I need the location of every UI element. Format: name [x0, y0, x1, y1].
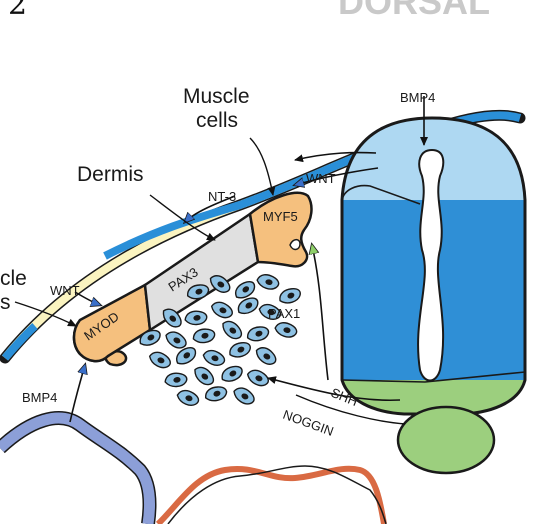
sclerotome-cell: [279, 288, 301, 304]
sclerotome-cell: [246, 326, 270, 342]
sclerotome-cell: [246, 369, 269, 387]
sclerotome-cell: [162, 308, 182, 328]
wnt-top-label: WNT: [306, 171, 336, 186]
noggin-label: NOGGIN: [281, 407, 336, 439]
sclerotome-cell: [234, 281, 256, 299]
sclerotome-cell: [256, 274, 280, 290]
wnt-top-blue-arrow: [295, 167, 379, 185]
notochord: [396, 405, 496, 475]
sclerotome-cell: [139, 329, 161, 346]
muscle-cells-pointer: [249, 137, 276, 196]
sclerotome-cell: [192, 328, 216, 344]
wnt-left-arrow: [74, 291, 100, 305]
sclerotome-cell: [229, 342, 251, 358]
dermomyotome: [72, 191, 313, 367]
muscle-cells-label-line1: Muscle: [183, 85, 250, 108]
sclerotome-cell: [237, 297, 259, 315]
dermis-pointer: [149, 194, 216, 241]
sclerotome-cell: [222, 320, 243, 340]
orientation-title: DORSAL: [338, 0, 490, 22]
sclerotome-cell: [233, 387, 255, 405]
sclerotome-cell: [194, 366, 215, 386]
noggin-line: [295, 394, 406, 425]
panel-number: 2: [8, 0, 27, 22]
sclerotome-cell: [255, 347, 277, 365]
sclerotome-cell: [148, 351, 171, 369]
sclerotome-cell: [186, 284, 210, 300]
dermis-label: Dermis: [77, 163, 144, 186]
wnt-left-label: WNT: [50, 283, 80, 298]
helix-structure: [155, 465, 387, 524]
sclerotome-cell: [184, 310, 208, 326]
sclerotome-cell: [209, 275, 231, 293]
myf5-label: MYF5: [263, 209, 298, 224]
neural-tube: [340, 116, 527, 416]
shh-sclerotome-arrow: [267, 376, 401, 402]
sclerotome-cell: [202, 349, 226, 366]
sclerotome-cell: [176, 389, 200, 406]
pax1-label: PAX1: [268, 306, 300, 321]
wnt-top-black-arrow: [294, 151, 377, 163]
nt3-arrow: [185, 195, 236, 222]
left-partial-label-line1: cle: [0, 267, 27, 290]
sclerotome-cells: [139, 274, 301, 406]
sclerotome-cell: [175, 347, 197, 365]
sclerotome-cell: [274, 322, 298, 338]
bmp4-top-label: BMP4: [400, 90, 435, 105]
sclerotome-cell: [164, 372, 188, 388]
bmp4-bottom-arrow: [69, 365, 85, 423]
shh-myf5-arrow: [312, 245, 329, 381]
sclerotome-cell: [258, 303, 282, 320]
signal-arrows: [14, 96, 428, 425]
nt3-label: NT-3: [208, 189, 236, 204]
sclerotome-cell: [221, 365, 243, 382]
dorsal-aorta: [0, 411, 157, 524]
bmp4-bottom-label: BMP4: [22, 390, 57, 405]
sclerotome-cell: [165, 331, 187, 349]
left-muscle-pointer: [14, 301, 77, 327]
left-partial-label-line2: s: [0, 291, 11, 314]
sclerotome-cell: [204, 386, 228, 402]
muscle-cells-label-line2: cells: [196, 109, 238, 132]
sclerotome-cell: [210, 301, 233, 319]
